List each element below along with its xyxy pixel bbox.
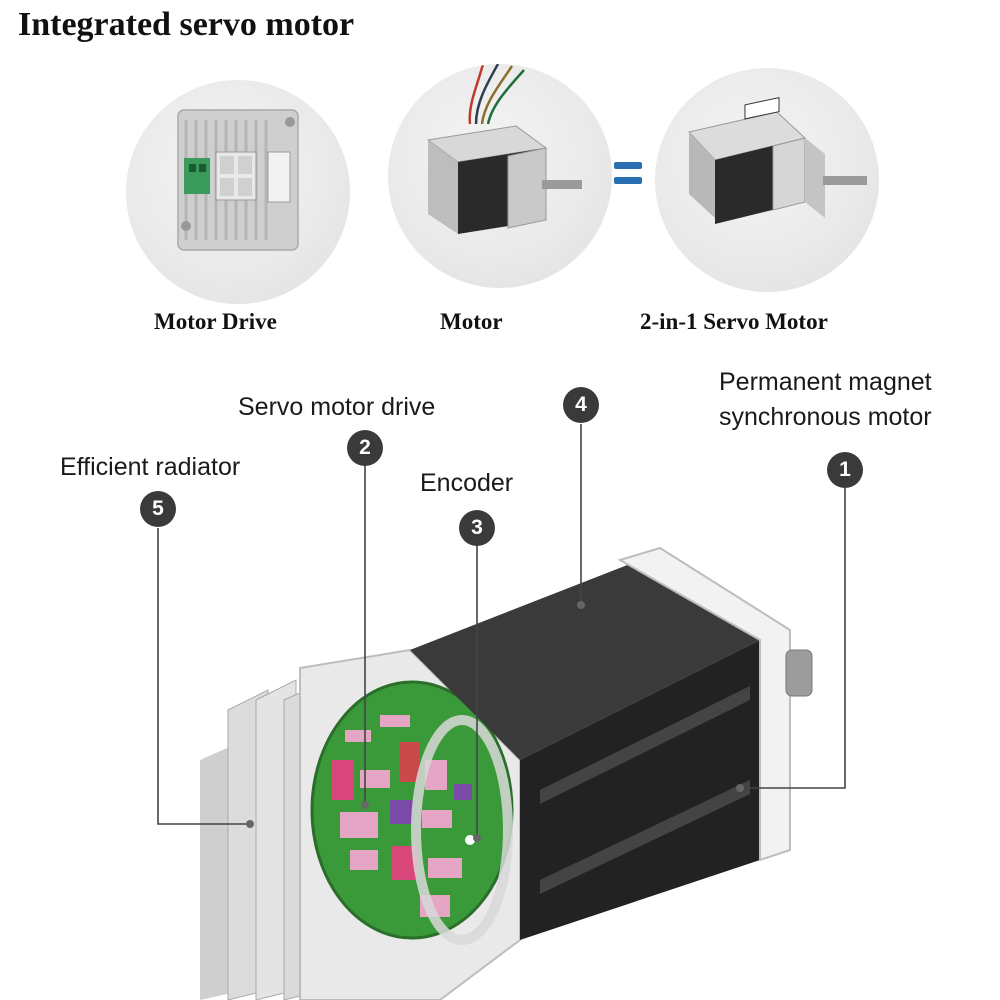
page-title: Integrated servo motor [18, 6, 355, 43]
motor-image [388, 64, 612, 288]
label-encoder: Encoder [420, 469, 514, 497]
caption-motor-drive: Motor Drive [154, 309, 277, 334]
label-permanent-magnet-line2: synchronous motor [719, 403, 932, 431]
equals-icon [614, 158, 642, 188]
label-efficient-radiator: Efficient radiator [60, 453, 241, 481]
caption-servo-motor: 2-in-1 Servo Motor [640, 309, 828, 334]
badge-4: 4 [563, 387, 599, 423]
label-permanent-magnet-line1: Permanent magnet [719, 368, 932, 396]
motor-body [410, 560, 760, 940]
label-servo-motor-drive: Servo motor drive [238, 393, 436, 421]
servo-motor-image [655, 68, 879, 292]
badge-1: 1 [827, 452, 863, 488]
caption-motor: Motor [440, 309, 503, 334]
motor-drive-image [126, 80, 350, 304]
badge-3: 3 [459, 510, 495, 546]
badge-5: 5 [140, 491, 176, 527]
badge-2: 2 [347, 430, 383, 466]
